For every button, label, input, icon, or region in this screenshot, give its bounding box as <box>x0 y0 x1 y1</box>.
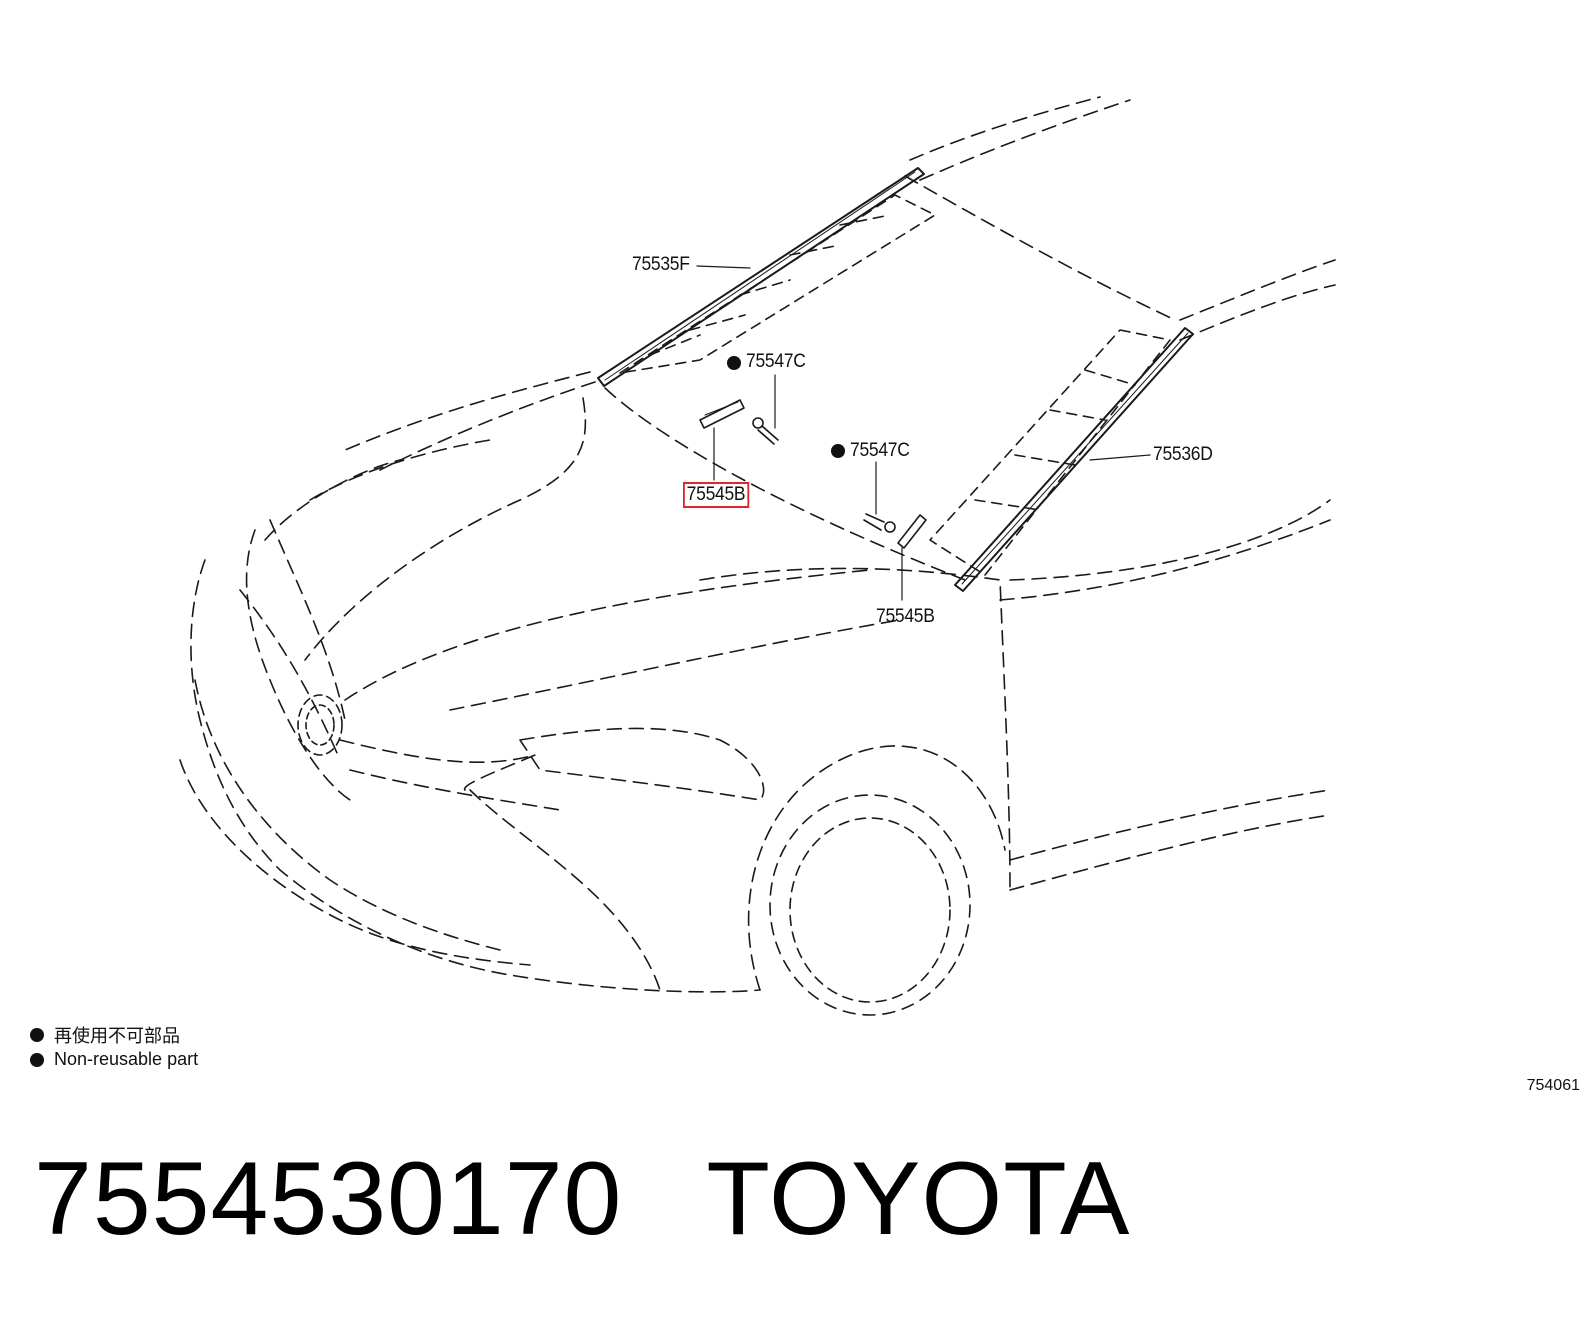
legend-jp-text: 再使用不可部品 <box>54 1026 180 1046</box>
part-number: 7554530170 <box>34 1141 623 1257</box>
brand-name: TOYOTA <box>706 1141 1131 1257</box>
roof-line-2 <box>919 99 1131 181</box>
car-windshield-diagram <box>179 96 1336 1016</box>
grille-outline <box>245 529 351 801</box>
wheel <box>769 794 971 1016</box>
callout-roof-molding: 75535F <box>632 254 690 275</box>
roof-molding-part <box>597 167 925 387</box>
headlight <box>519 727 765 801</box>
emblem <box>297 694 343 756</box>
callout-clip-lower: 75547C <box>850 440 910 461</box>
figure-number: 754061 <box>1526 1077 1580 1094</box>
leader-pillar <box>1089 454 1151 461</box>
clip-upper-part <box>752 417 779 445</box>
callout-retainer-left-highlighted: 75545B <box>683 482 749 508</box>
legend-en-text: Non-reusable part <box>54 1049 199 1069</box>
roof-line <box>909 96 1101 161</box>
hood-line <box>344 371 591 451</box>
leader-roof <box>696 265 751 269</box>
wheel-arch <box>747 745 1006 991</box>
windshield-top <box>904 175 1176 321</box>
fender-line <box>699 567 1011 891</box>
legend-jp: 再使用不可部品 <box>30 1022 180 1048</box>
bullet-icon <box>30 1052 44 1067</box>
windshield-bottom <box>604 387 966 581</box>
legend-en: Non-reusable part <box>30 1049 198 1070</box>
retainer-right-part <box>897 514 927 549</box>
callout-pillar-molding: 75536D <box>1153 444 1213 465</box>
bumper-outline <box>190 559 761 993</box>
side-line <box>1179 259 1336 321</box>
glass-inner-right <box>929 329 1171 576</box>
non-reusable-dot <box>727 356 741 370</box>
callout-clip-upper: 75547C <box>746 351 806 372</box>
callout-retainer-right: 75545B <box>876 606 935 627</box>
bullet-icon <box>30 1028 44 1042</box>
clip-lower-part <box>863 513 896 533</box>
non-reusable-dot <box>831 444 845 458</box>
footer-caption: 7554530170 TOYOTA <box>34 1140 1130 1259</box>
